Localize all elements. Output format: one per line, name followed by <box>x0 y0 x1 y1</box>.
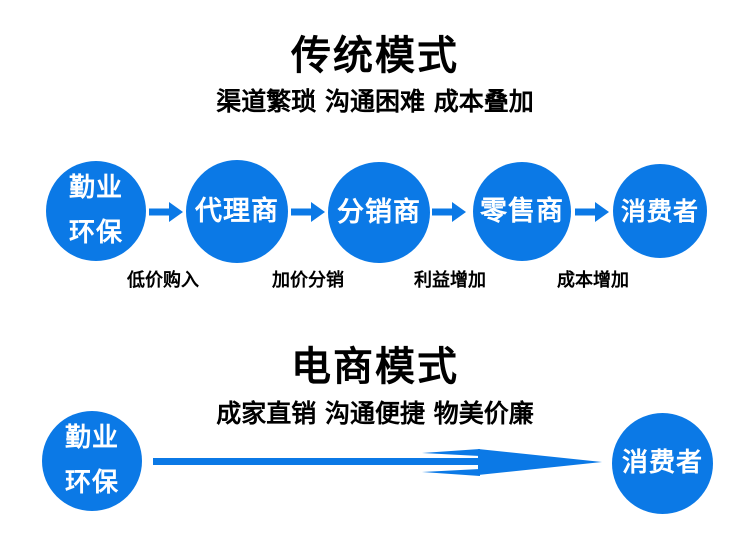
node-company-line2: 环保 <box>68 218 123 248</box>
flow-label-low-price-purchase: 低价购入 <box>127 270 199 291</box>
node-company-line1: 勤业 <box>64 423 119 453</box>
traditional-subtitle: 渠道繁琐 沟通困难 成本叠加 <box>216 87 534 116</box>
direct-arrow-icon <box>153 449 602 476</box>
traditional-title: 传统模式 <box>291 33 459 79</box>
node-consumer-label: 消费者 <box>621 448 703 478</box>
node-consumer: 消费者 <box>612 413 713 514</box>
node-agent: 代理商 <box>186 160 288 263</box>
arrow-right-icon <box>291 202 325 222</box>
ecommerce-subtitle: 成家直销 沟通便捷 物美价廉 <box>216 399 534 428</box>
node-company: 勤业 环保 <box>42 411 142 511</box>
node-retailer: 零售商 <box>473 162 571 261</box>
node-company-line2: 环保 <box>64 468 119 498</box>
flow-label-profit-increase: 利益增加 <box>414 270 486 291</box>
node-distributor: 分销商 <box>328 162 430 263</box>
node-retailer-label: 零售商 <box>480 196 564 227</box>
flow-label-markup-distribution: 加价分销 <box>272 270 344 291</box>
arrow-right-icon <box>432 202 466 222</box>
node-distributor-label: 分销商 <box>337 197 421 228</box>
ecommerce-title: 电商模式 <box>291 344 459 390</box>
node-company: 勤业 环保 <box>46 161 146 261</box>
node-consumer: 消费者 <box>613 164 707 258</box>
flow-label-cost-increase: 成本增加 <box>557 270 629 291</box>
arrow-right-icon <box>149 202 183 222</box>
arrow-right-icon <box>575 202 609 222</box>
node-company-line1: 勤业 <box>68 173 123 203</box>
node-agent-label: 代理商 <box>195 196 279 227</box>
node-consumer-label: 消费者 <box>620 196 699 226</box>
